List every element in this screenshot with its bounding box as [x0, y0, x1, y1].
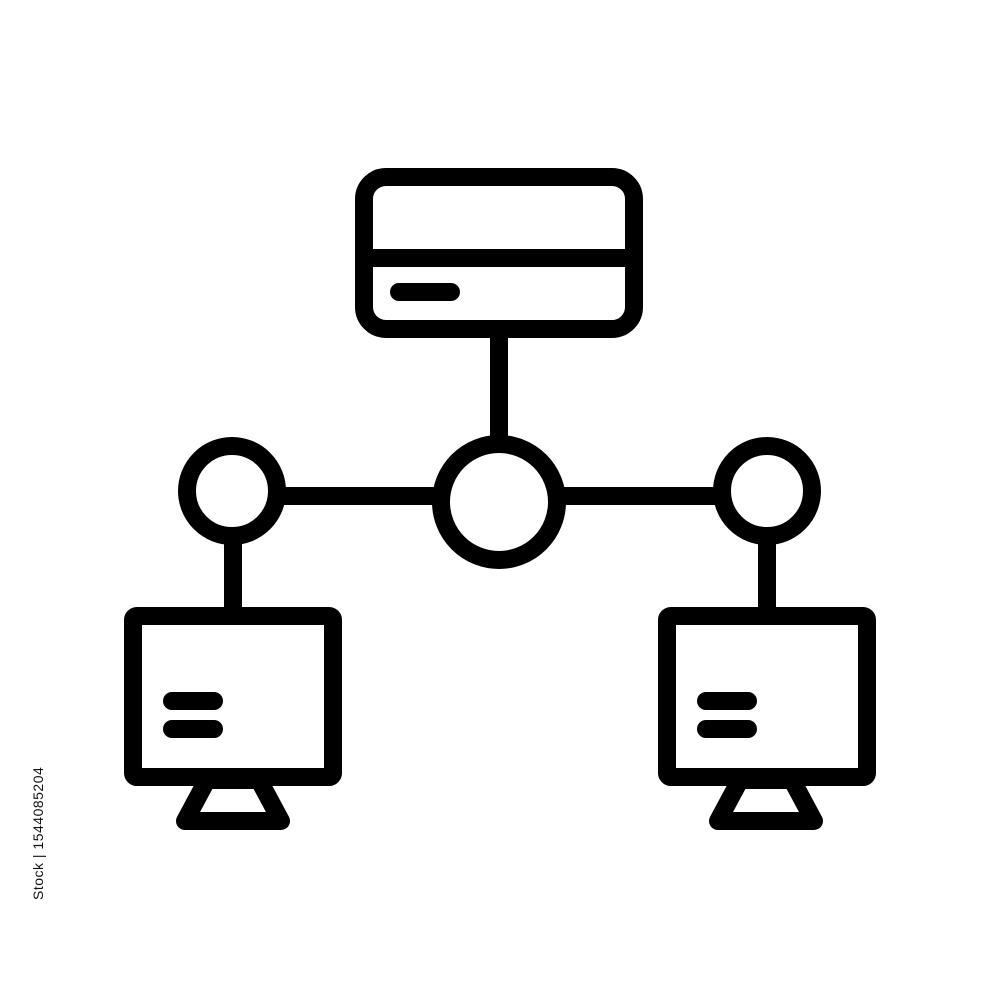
right-monitor-screen: [658, 607, 876, 786]
left-monitor-screen: [124, 607, 342, 786]
left-monitor-stand: [176, 771, 290, 830]
network-nodes: [178, 435, 821, 569]
server-icon: [355, 168, 643, 338]
right-node: [713, 437, 821, 545]
right-monitor-icon: [658, 607, 876, 830]
hub-node: [432, 435, 566, 569]
left-monitor-icon: [124, 607, 342, 830]
stock-image-id: Stock | 1544085204: [30, 766, 46, 900]
right-monitor-stand: [709, 771, 823, 830]
left-node: [178, 437, 286, 545]
connector-lines: [224, 323, 776, 621]
